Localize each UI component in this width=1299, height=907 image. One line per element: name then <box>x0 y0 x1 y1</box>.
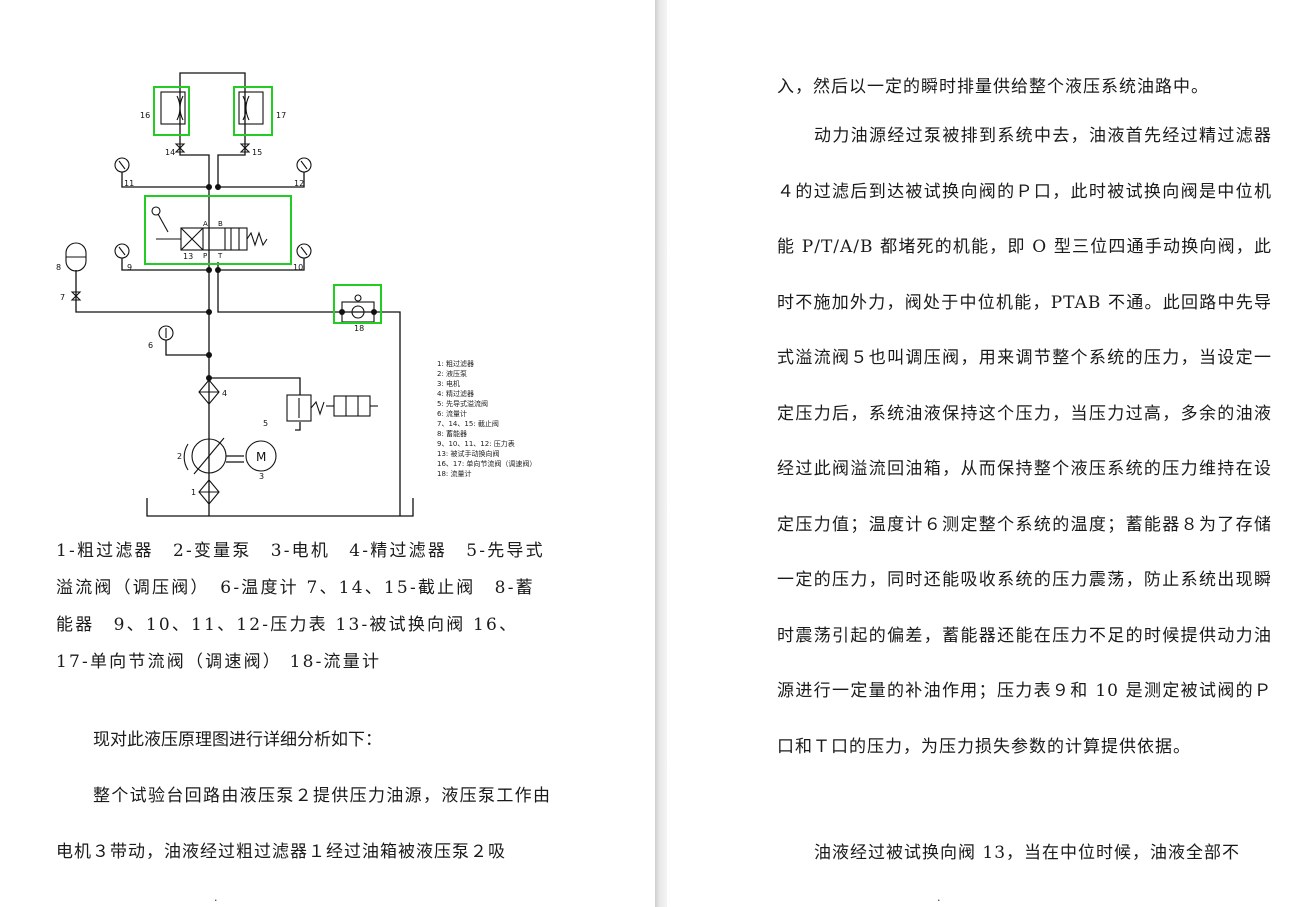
label-5: 5 <box>263 419 268 428</box>
label-6: 6 <box>148 341 153 350</box>
label-2: 2 <box>177 452 182 461</box>
legend-item: 16、17: 单向节流阀（调速阀） <box>437 459 536 468</box>
label-12: 12 <box>294 179 304 188</box>
legend-item: 7、14、15: 截止阀 <box>437 419 499 428</box>
legend-item: 3: 电机 <box>437 379 460 388</box>
paragraph: 动力油源经过泵被排到系统中去，油液首先经过精过滤器４的过滤后到达被试换向阀的Ｐ口… <box>777 126 1272 757</box>
paragraph: 现对此液压原理图进行详细分析如下： <box>93 730 382 750</box>
motor-symbol: M <box>256 450 266 464</box>
component-legend: 1: 粗过滤器 2: 液压泵 3: 电机 4: 精过滤器 5: 先导式溢流阀 6… <box>437 359 536 478</box>
label-15: 15 <box>252 148 262 157</box>
label-8: 8 <box>56 263 61 272</box>
label-3: 3 <box>259 472 264 481</box>
label-1: 1 <box>191 488 196 497</box>
legend-item: 4: 精过滤器 <box>437 389 474 398</box>
port-b: B <box>218 220 223 228</box>
label-16: 16 <box>140 111 150 120</box>
legend-item: 6: 流量计 <box>437 409 467 418</box>
label-7: 7 <box>60 293 65 302</box>
label-17: 17 <box>276 111 286 120</box>
label-9: 9 <box>127 263 132 272</box>
label-11: 11 <box>124 179 134 188</box>
left-page: 16 17 14 15 11 12 9 10 13 8 7 6 4 5 2 3 … <box>56 72 551 907</box>
legend-item: 9、10、11、12: 压力表 <box>437 439 515 448</box>
page-footer-mark: · <box>937 894 941 907</box>
legend-item: 5: 先导式溢流阀 <box>437 399 488 408</box>
legend-item: 18: 流量计 <box>437 469 472 478</box>
right-page: 入，然后以一定的瞬时排量供给整个液压系统油路中。 动力油源经过泵被排到系统中去，… <box>667 0 1299 907</box>
paragraph: 入，然后以一定的瞬时排量供给整个液压系统油路中。 <box>777 77 1209 97</box>
legend-item: 1: 粗过滤器 <box>437 359 474 368</box>
page-gutter <box>655 0 667 907</box>
paragraph: 油液经过被试换向阀 13，当在中位时候，油液全部不 <box>814 843 1241 863</box>
label-13: 13 <box>183 252 193 261</box>
hydraulic-schematic: 16 17 14 15 11 12 9 10 13 8 7 6 4 5 2 3 … <box>56 72 536 517</box>
label-18: 18 <box>354 324 364 333</box>
legend-item: 2: 液压泵 <box>437 369 467 378</box>
port-a: A <box>203 220 208 228</box>
port-p: P <box>203 252 207 260</box>
label-4: 4 <box>222 389 227 398</box>
figure-caption: 1-粗过滤器 2-变量泵 3-电机 4-精过滤器 5-先导式溢流阀（调压阀） 6… <box>56 541 545 672</box>
label-14: 14 <box>165 148 175 157</box>
page-footer-mark: · <box>214 894 218 907</box>
label-10: 10 <box>293 263 303 272</box>
legend-item: 13: 被试手动换向阀 <box>437 449 500 458</box>
legend-item: 8: 蓄能器 <box>437 429 467 438</box>
paragraph: 整个试验台回路由液压泵２提供压力油源，液压泵工作由电机３带动，油液经过粗过滤器１… <box>56 786 551 862</box>
port-t: T <box>217 252 223 260</box>
